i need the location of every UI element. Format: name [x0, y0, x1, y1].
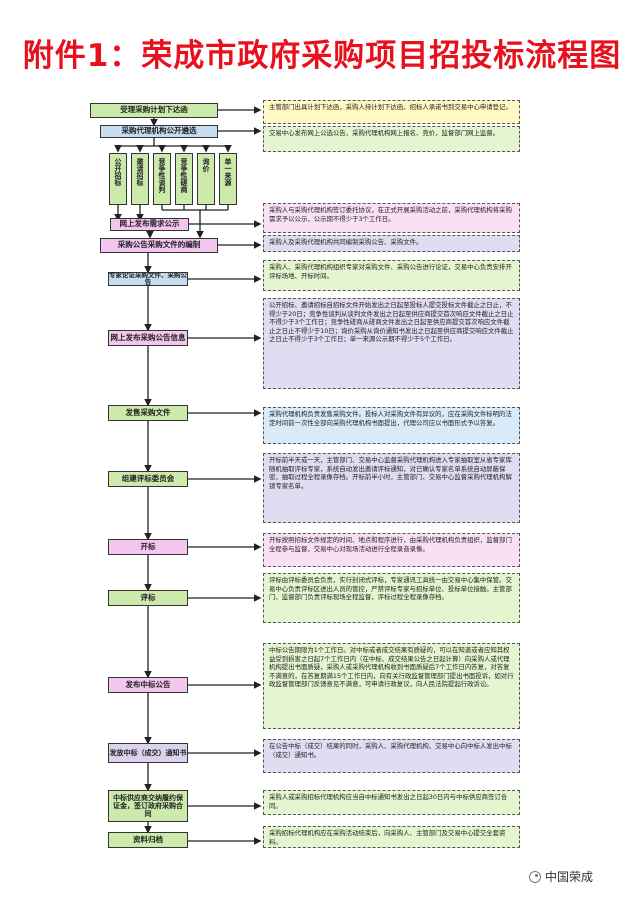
step-publish-award: 发布中标公告	[108, 677, 188, 693]
note-bid-evaluation: 评标由评标委员会负责，实行封闭式评标，专家通讯工具统一由交易中心集中保管。交易中…	[263, 573, 520, 623]
method-competitive-negotiation: 竞争性谈判	[153, 153, 171, 205]
note-publish-announcement: 公开招标、邀请招标自招标文件开始发出之日起至投标人提交投标文件截止之日止，不得少…	[263, 298, 520, 389]
method-competitive-consultation: 竞争性磋商	[175, 153, 193, 205]
method-single-source: 单一来源	[219, 153, 237, 205]
watermark: 中国荣成	[529, 868, 593, 885]
method-invited-tender: 邀请招标	[131, 153, 149, 205]
note-sell-documents: 采购代理机构负责发售采购文件。投标人对采购文件有异议的，应在采购文件标明的法定时…	[263, 407, 520, 444]
step-select-agency: 采购代理机构公开遴选	[100, 125, 218, 138]
step-bid-opening: 开标	[108, 539, 188, 555]
note-select-agency: 交易中心发布网上公选公告，采购代理机构网上报名、竞价，监督部门网上监督。	[263, 126, 520, 152]
watermark-text: 中国荣成	[545, 870, 594, 884]
page-title: 附件1：荣成市政府采购项目招投标流程图	[22, 38, 622, 74]
step-archive: 资料归档	[108, 832, 188, 848]
step-compile-documents: 采购公告采购文件的编制	[100, 238, 218, 253]
method-open-tender: 公开招标	[109, 153, 127, 205]
step-sign-contract: 中标供应商交纳履约保证金，签订政府采购合同	[108, 790, 188, 822]
note-archive: 采购招标代理机构应在采购活动结束后，向采购人、主管部门及交易中心提交全套资料。	[263, 826, 520, 848]
note-issue-notice: 在公告中标（成交）结果的同时，采购人、采购代理机构、交易中心向中标人发出中标（成…	[263, 739, 520, 773]
method-inquiry: 询价	[197, 153, 215, 205]
step-sell-documents: 发售采购文件	[108, 405, 188, 421]
note-compile-documents: 采购人及采购代理机构共同编制采购公告、采购文件。	[263, 235, 520, 252]
note-publish-award: 中标公告期限为1个工作日。对中标或者成交结果有质疑的，可以在知道或者应知其权益受…	[263, 643, 520, 729]
note-publish-demand: 采购人与采购代理机构签订委托协议，在正式开展采购活动之前，采购代理机构将采购需求…	[263, 203, 520, 233]
step-accept-plan: 受理采购计划下达函	[90, 103, 218, 118]
step-form-committee: 组建评标委员会	[108, 471, 188, 487]
note-sign-contract: 采购人或采购招标代理机构应当自中标通知书发出之日起30日内与中标供应商签订合同。	[263, 790, 520, 815]
note-form-committee: 开标前半天或一天，主管部门、交易中心监督采购代理机构进入专家抽取室从省专家库随机…	[263, 453, 520, 523]
step-expert-review: 专家论证采购文件、采购公告	[108, 272, 188, 286]
note-expert-review: 采购人、采购代理机构组织专家对采购文件、采购公告进行论证，交易中心负责安排开评标…	[263, 260, 520, 291]
note-bid-opening: 开标按照招标文件规定的时间、地点和程序进行，由采购代理机构负责组织，监督部门全程…	[263, 533, 520, 567]
step-publish-demand: 网上发布需求公示	[110, 218, 189, 231]
note-accept-plan: 主管部门出具计划下达函，采购人持计划下达函、招标人承诺书到交易中心申请登记。	[263, 100, 520, 124]
step-publish-announcement: 网上发布采购公告信息	[108, 330, 188, 346]
step-issue-notice: 发放中标（成交）通知书	[108, 743, 188, 763]
wechat-icon	[529, 870, 541, 883]
step-bid-evaluation: 评标	[108, 590, 188, 606]
